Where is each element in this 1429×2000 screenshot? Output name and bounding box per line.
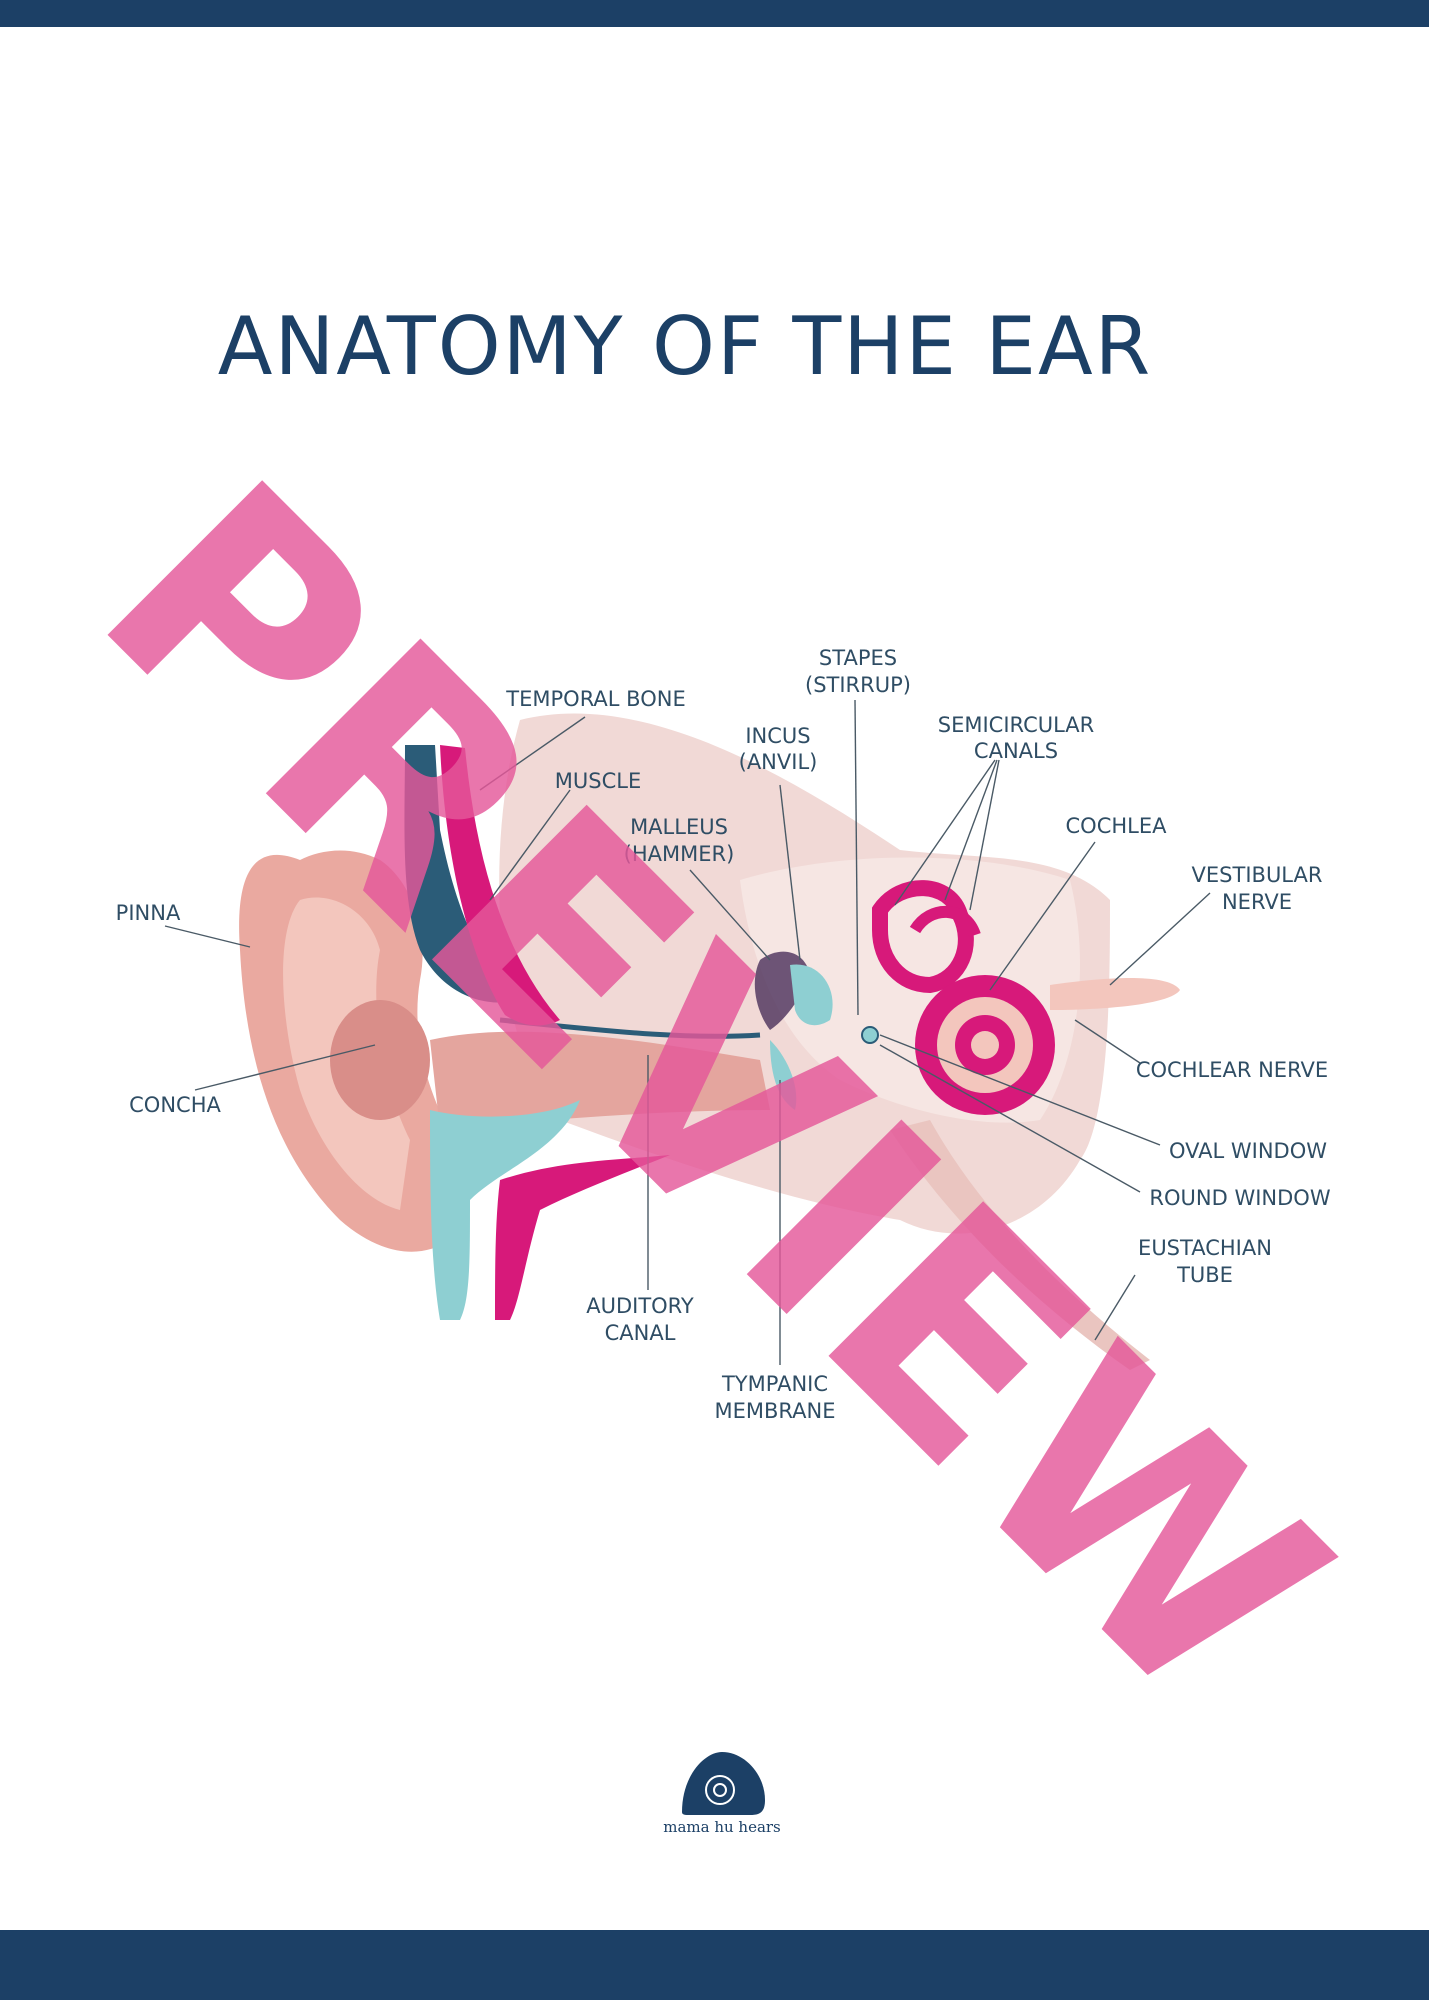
- leader-eustachian: [1094, 1274, 1136, 1341]
- leader-temporal-bone: [479, 716, 586, 791]
- oval-window-shape: [861, 1026, 879, 1044]
- leader-semicircular-2: [944, 759, 998, 901]
- label-cochlea: COCHLEA: [1066, 814, 1168, 838]
- label-semicircular-1: SEMICIRCULAR: [938, 713, 1095, 737]
- label-temporal-bone: TEMPORAL BONE: [505, 687, 685, 711]
- label-eustachian-1: EUSTACHIAN: [1138, 1236, 1272, 1260]
- label-incus-1: INCUS: [745, 724, 810, 748]
- leader-incus: [779, 784, 801, 961]
- incus-shape: [790, 964, 833, 1026]
- label-semicircular-2: CANALS: [974, 739, 1058, 763]
- teal-cartilage-shape: [430, 1100, 580, 1320]
- eustachian-tube-shape: [890, 1120, 1150, 1370]
- label-malleus-1: MALLEUS: [630, 815, 728, 839]
- leader-cochlear-nerve: [1074, 1019, 1141, 1064]
- leader-malleus: [689, 869, 771, 961]
- leader-concha: [194, 1044, 376, 1091]
- label-vestibular-1: VESTIBULAR: [1192, 863, 1323, 887]
- bottom-band: [0, 1930, 1429, 2000]
- concha-shape: [330, 1000, 430, 1120]
- label-stapes-1: STAPES: [819, 646, 897, 670]
- shell-icon: [682, 1752, 765, 1815]
- auditory-canal-shape: [430, 1031, 770, 1130]
- semicircular-loop-shape: [909, 905, 981, 938]
- top-band: [0, 0, 1429, 27]
- label-concha: CONCHA: [129, 1093, 221, 1117]
- label-incus-2: (ANVIL): [739, 750, 818, 774]
- leader-stapes: [854, 699, 859, 1016]
- semicircular-canals-shape: [872, 880, 974, 994]
- label-tympanic-2: MEMBRANE: [715, 1399, 836, 1423]
- label-pinna: PINNA: [116, 901, 181, 925]
- leader-semicircular-1: [894, 759, 996, 906]
- leader-semicircular-3: [969, 759, 1000, 911]
- label-auditory-canal-2: CANAL: [605, 1321, 676, 1345]
- label-oval-window: OVAL WINDOW: [1169, 1139, 1327, 1163]
- cochlea-core: [971, 1031, 999, 1059]
- tympanic-membrane-shape: [770, 1040, 797, 1110]
- label-eustachian-2: TUBE: [1176, 1263, 1233, 1287]
- label-stapes-2: (STIRRUP): [805, 673, 911, 697]
- label-muscle: MUSCLE: [555, 769, 641, 793]
- label-auditory-canal-1: AUDITORY: [586, 1294, 694, 1318]
- label-vestibular-2: NERVE: [1222, 890, 1292, 914]
- temporal-strip-shape: [440, 745, 560, 1026]
- leader-round-window: [879, 1044, 1141, 1193]
- label-tympanic-1: TYMPANIC: [721, 1372, 828, 1396]
- leader-vestibular: [1109, 892, 1211, 986]
- leader-pinna: [164, 925, 251, 948]
- label-malleus-2: (HAMMER): [624, 842, 735, 866]
- logo-text: mama hu hears: [663, 1818, 781, 1836]
- leader-oval-window: [879, 1034, 1161, 1146]
- label-cochlear-nerve: COCHLEAR NERVE: [1136, 1058, 1328, 1082]
- leader-cochlea: [989, 841, 1096, 991]
- page-title: ANATOMY OF THE EAR: [217, 300, 1153, 393]
- magenta-vessel-shape: [495, 1155, 670, 1320]
- leader-muscle: [489, 789, 571, 901]
- label-round-window: ROUND WINDOW: [1149, 1186, 1330, 1210]
- muscle-shape: [404, 745, 520, 1003]
- vestibular-nerve-shape: [1050, 978, 1180, 1010]
